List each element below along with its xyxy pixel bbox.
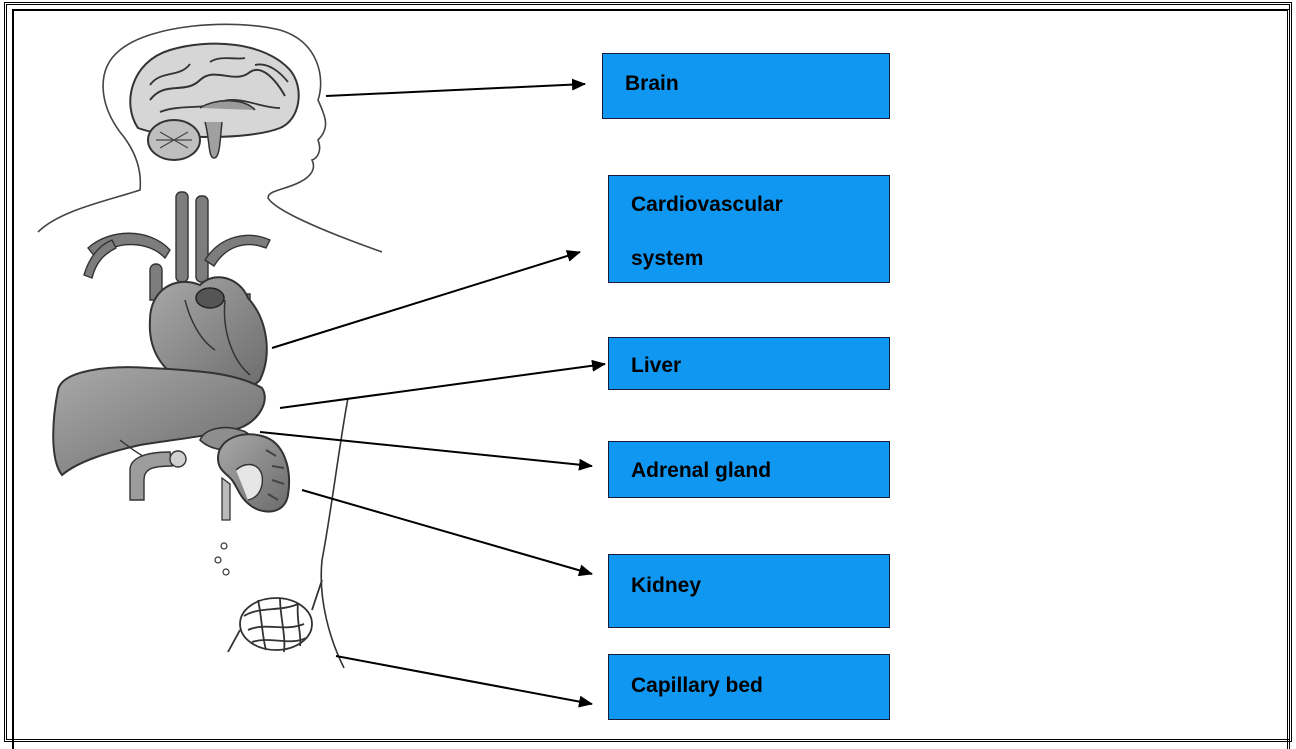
- label-liver-text: Liver: [631, 354, 681, 377]
- label-cardio-line1: Cardiovascular: [631, 178, 889, 232]
- label-cardio-line2: system: [631, 232, 889, 286]
- label-kidney-text: Kidney: [631, 574, 701, 597]
- arrow-liver: [280, 364, 605, 408]
- label-capillary-bed: Capillary bed: [608, 654, 890, 720]
- arrows: [260, 84, 605, 704]
- arrow-cardiovascular: [272, 252, 580, 348]
- arrow-kidney: [302, 490, 592, 574]
- arrow-capillary: [336, 656, 592, 704]
- capillary-bed-drawing: [228, 580, 322, 652]
- label-cardiovascular: Cardiovascular system: [608, 175, 890, 283]
- arrow-brain: [326, 84, 585, 96]
- duct-tubes: [130, 451, 186, 500]
- label-kidney: Kidney: [608, 554, 890, 628]
- kidney-drawing: [215, 434, 289, 575]
- label-capillary-text: Capillary bed: [631, 674, 763, 697]
- label-adrenal-gland: Adrenal gland: [608, 441, 890, 498]
- label-brain: Brain: [602, 53, 890, 119]
- label-adrenal-text: Adrenal gland: [631, 459, 771, 482]
- brain-drawing: [130, 44, 298, 160]
- label-liver: Liver: [608, 337, 890, 390]
- arrow-adrenal: [260, 432, 592, 466]
- label-brain-text: Brain: [625, 72, 679, 95]
